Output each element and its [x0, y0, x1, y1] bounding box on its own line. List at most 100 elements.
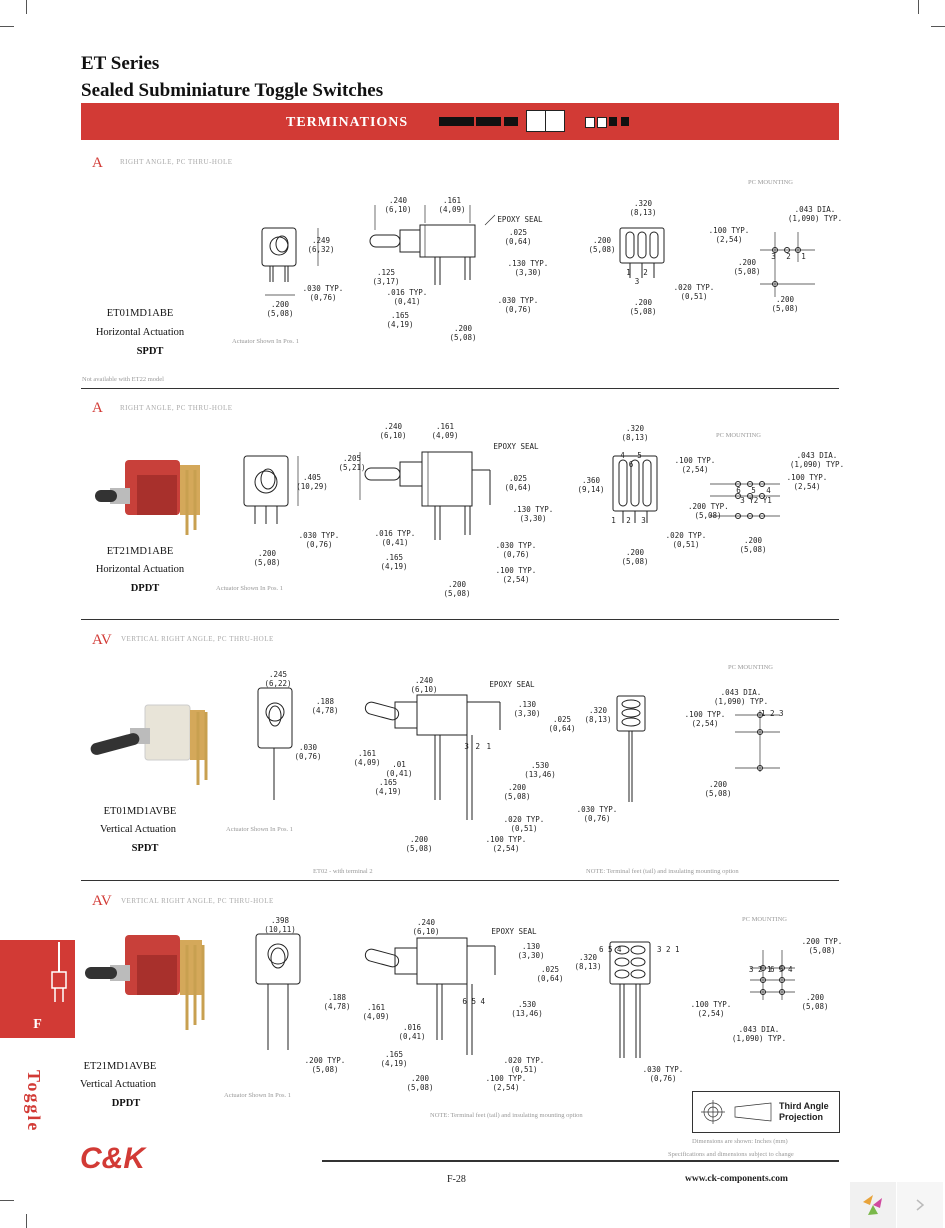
section-divider — [81, 388, 839, 389]
dim-label: .01 (0,41) — [385, 760, 413, 778]
section-description: RIGHT ANGLE, PC THRU-HOLE — [120, 404, 233, 412]
dim-label: .043 DIA. (1,090) TYP. — [713, 688, 769, 706]
actuator-note: Actuator Shown In Pos. 1 — [232, 338, 299, 345]
end-view-drawing — [609, 941, 651, 1058]
pole-type: DPDT — [130, 583, 160, 594]
section-description: RIGHT ANGLE, PC THRU-HOLE — [120, 158, 233, 166]
dim-label: .016 TYP. (0,41) — [374, 529, 416, 547]
dim-label: .100 TYP. (2,54) — [690, 1000, 732, 1018]
end-view-drawing — [616, 695, 646, 802]
dim-label: .188 (4,78) — [323, 993, 351, 1011]
dim-label: .016 TYP. (0,41) — [386, 288, 428, 306]
dim-label: .200 (5,08) — [629, 298, 657, 316]
actuation-label: Vertical Actuation — [99, 824, 177, 835]
section-letter: A — [92, 155, 103, 171]
dim-label: .200 (5,08) — [406, 1074, 434, 1092]
footnote: Not available with ET22 model — [82, 376, 164, 383]
side-tab-letter: F — [0, 1012, 75, 1038]
pc-layout-drawing — [750, 950, 795, 1000]
pin-numbers: 4 5 6 — [620, 451, 646, 469]
pin-numbers: 6 5 4 — [599, 945, 622, 954]
dim-label: .165 (4,19) — [374, 778, 402, 796]
footer-rule — [322, 1160, 839, 1162]
pole-type: SPDT — [136, 346, 164, 357]
pin-numbers: 1 2 3 — [626, 268, 652, 286]
dim-label: .200 (5,08) — [801, 993, 829, 1011]
part-number: ET21MD1AVBE — [83, 1061, 157, 1072]
end-view-drawing — [619, 227, 665, 278]
viewer-logo-button[interactable] — [850, 1182, 896, 1228]
dim-label: .405 (10,29) — [296, 473, 328, 491]
pin-numbers-text: 6 5 4 — [462, 997, 485, 1006]
part-code-boxes — [439, 110, 634, 132]
dim-label: .020 TYP. (0,51) — [503, 815, 545, 833]
dim-label: .100 TYP. (2,54) — [485, 835, 527, 853]
dim-label: .161 (4,09) — [353, 749, 381, 767]
dim-label: .043 DIA. (1,090) TYP. — [731, 1025, 787, 1043]
dim-label: .200 (5,08) — [503, 783, 531, 801]
switch-photo — [85, 935, 205, 1030]
dim-label: .025 (0,64) — [504, 474, 532, 492]
dim-label: .025 (0,64) — [548, 715, 576, 733]
pc-pin-numbers: 6 5 4 — [770, 965, 793, 974]
dim-label: .030 (0,76) — [294, 743, 322, 761]
dim-label: .161 (4,09) — [431, 422, 459, 440]
crop-mark — [0, 1200, 14, 1201]
next-page-button[interactable] — [897, 1182, 943, 1228]
dim-label: .200 (5,08) — [733, 258, 761, 276]
actuation-label: Horizontal Actuation — [95, 327, 185, 338]
dim-label: .320 (8,13) — [584, 706, 612, 724]
dim-label: .205 (5,21) — [338, 454, 366, 472]
switch-photo — [95, 460, 200, 535]
projection-line2: Projection — [779, 1112, 824, 1122]
epoxy-seal-label: EPOXY SEAL — [491, 927, 537, 936]
dim-label: .240 (6,10) — [410, 676, 438, 694]
dim-label: .165 (4,19) — [380, 553, 408, 571]
pc-pin-numbers: 6 5 4 — [736, 486, 774, 495]
dim-label: .161 (4,09) — [362, 1003, 390, 1021]
spec-note: Specifications and dimensions subject to… — [668, 1151, 794, 1158]
dim-label: .130 (3,30) — [517, 942, 545, 960]
pc-pin-numbers: 3 Y2 Y1 — [740, 496, 772, 505]
dim-label: .240 (6,10) — [412, 918, 440, 936]
side-tab-word: Toggle — [24, 1070, 44, 1133]
dim-label: .530 (13,46) — [511, 1000, 543, 1018]
dim-label: .240 (6,10) — [384, 196, 412, 214]
front-view-drawing — [261, 227, 319, 296]
dim-label: .130 TYP. (3,30) — [507, 259, 549, 277]
pin-numbers: 3 2 1 — [452, 742, 492, 751]
dim-label: .200 TYP. (5,08) — [304, 1056, 346, 1074]
actuator-note: Actuator Shown In Pos. 1 — [216, 585, 283, 592]
pc-mounting-label: PC MOUNTING — [742, 916, 787, 923]
dim-label: .030 TYP. (0,76) — [302, 284, 344, 302]
section-description: VERTICAL RIGHT ANGLE, PC THRU-HOLE — [121, 897, 274, 905]
projection-note: Dimensions are shown: Inches (mm) — [692, 1138, 788, 1145]
dim-label: .320 (8,13) — [621, 424, 649, 442]
crop-mark — [931, 26, 945, 27]
dim-label: .130 (3,30) — [513, 700, 541, 718]
dim-label: .200 (5,08) — [443, 580, 471, 598]
dim-label: .020 TYP. (0,51) — [503, 1056, 545, 1074]
pc-mounting-label: PC MOUNTING — [728, 664, 773, 671]
epoxy-seal-label: EPOXY SEAL — [489, 680, 535, 689]
pc-pin-numbers: 3 2 1 — [771, 252, 809, 261]
ck-logo: C&K — [80, 1142, 145, 1175]
dim-label: .320 (8,13) — [574, 953, 602, 971]
crop-mark — [26, 1214, 27, 1228]
series-title: ET Series — [81, 53, 160, 74]
dim-label: .200 (5,08) — [588, 236, 616, 254]
dim-label: .249 (6,32) — [307, 236, 335, 254]
dim-label: .100 TYP. (2,54) — [708, 226, 750, 244]
dim-label: .200 TYP. (5,08) — [688, 502, 729, 520]
toggle-switch-icon — [51, 942, 67, 1002]
dim-label: .530 (13,46) — [524, 761, 556, 779]
side-view-drawing — [364, 694, 501, 820]
projection-line1: Third Angle — [779, 1101, 829, 1111]
dim-label: .398 (10,11) — [264, 916, 296, 934]
dim-label: .043 DIA. (1,090) TYP. — [787, 205, 843, 223]
projection-icon — [701, 1100, 772, 1124]
dim-label: .030 TYP. (0,76) — [495, 541, 537, 559]
dim-label: .200 (5,08) — [621, 548, 649, 566]
website-link[interactable]: www.ck-components.com — [685, 1174, 788, 1184]
